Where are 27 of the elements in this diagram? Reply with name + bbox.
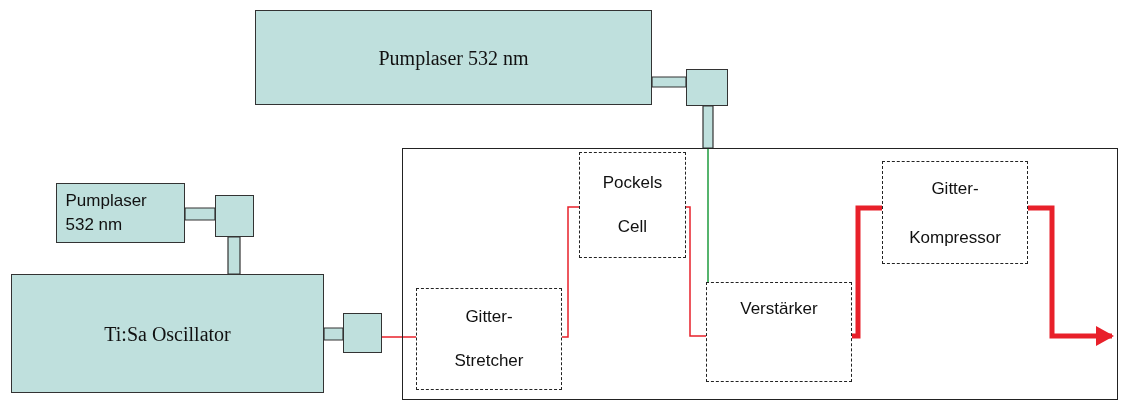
component-box — [882, 161, 1028, 264]
beam-tube — [651, 76, 687, 88]
component-label: Gitter- Stretcher — [453, 306, 525, 372]
component-label: Pumplaser 532 nm — [378, 45, 529, 70]
component-label: Gitter- Kompressor — [908, 177, 1002, 249]
beam-tube — [323, 327, 344, 341]
coupler-box — [215, 195, 254, 237]
component-label: Verstärker — [740, 298, 818, 320]
laser-beam — [685, 206, 707, 337]
component-box — [706, 282, 852, 382]
beam-tube — [227, 236, 241, 275]
component-box — [416, 288, 562, 390]
pump-laser-box — [56, 183, 185, 243]
laser-beam — [561, 206, 580, 338]
coupler-box — [343, 313, 382, 353]
laser-beam — [381, 336, 417, 338]
beam-tube — [184, 207, 216, 221]
laser-beam — [1028, 205, 1114, 346]
component-box — [579, 152, 686, 258]
component-label: Pockels Cell — [601, 172, 664, 238]
laser-beam — [852, 205, 882, 339]
pump-laser-box — [255, 10, 652, 105]
amplifier-frame — [402, 148, 1118, 400]
coupler-box — [686, 69, 728, 106]
oscillator-box — [11, 274, 324, 393]
component-label: Pumplaser 532 nm — [65, 190, 148, 236]
component-label: Ti:Sa Oscillator — [104, 321, 231, 346]
